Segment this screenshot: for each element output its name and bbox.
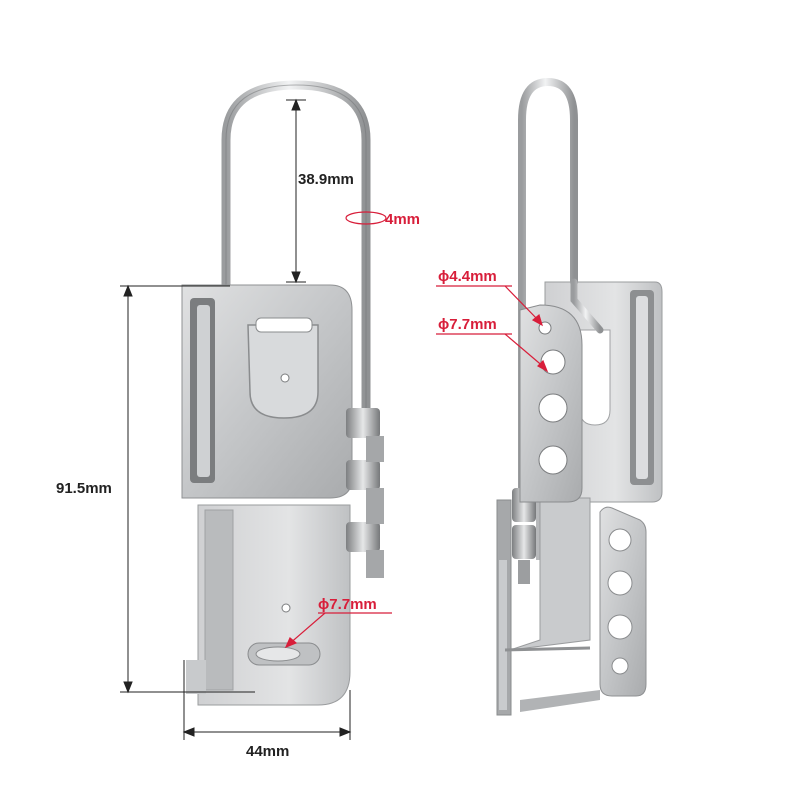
- lower-plate-fold: [204, 509, 234, 691]
- staple-rivet: [280, 373, 290, 383]
- bottom-hole-label: ϕ7.7mm: [318, 596, 377, 613]
- side-lower-plate: [509, 497, 591, 651]
- side-hole-1: [540, 349, 566, 375]
- shackle-height-label: 38.9mm: [298, 171, 354, 188]
- side-lower-multihole-plate: [599, 506, 647, 697]
- front-view: [181, 80, 384, 706]
- lower-plate-tab: [186, 660, 206, 694]
- front-small-hole: [281, 603, 291, 613]
- shackle-diameter-label: 4mm: [385, 211, 420, 228]
- front-hinge: [346, 408, 384, 578]
- staple-slot: [255, 317, 313, 333]
- body-height-label: 91.5mm: [56, 480, 112, 497]
- side-shackle: [518, 77, 578, 504]
- body-width-label: 44mm: [246, 743, 289, 760]
- small-hole-label: ϕ4.4mm: [438, 268, 497, 285]
- dimensions: [120, 98, 352, 740]
- side-hole-label: ϕ7.7mm: [438, 316, 497, 333]
- side-hole-3: [538, 445, 568, 475]
- rod-diameter-ring: [345, 211, 387, 225]
- callouts: [284, 285, 549, 649]
- front-staple-loop: [247, 324, 319, 419]
- side-view: [496, 77, 663, 716]
- side-hole-2: [538, 393, 568, 423]
